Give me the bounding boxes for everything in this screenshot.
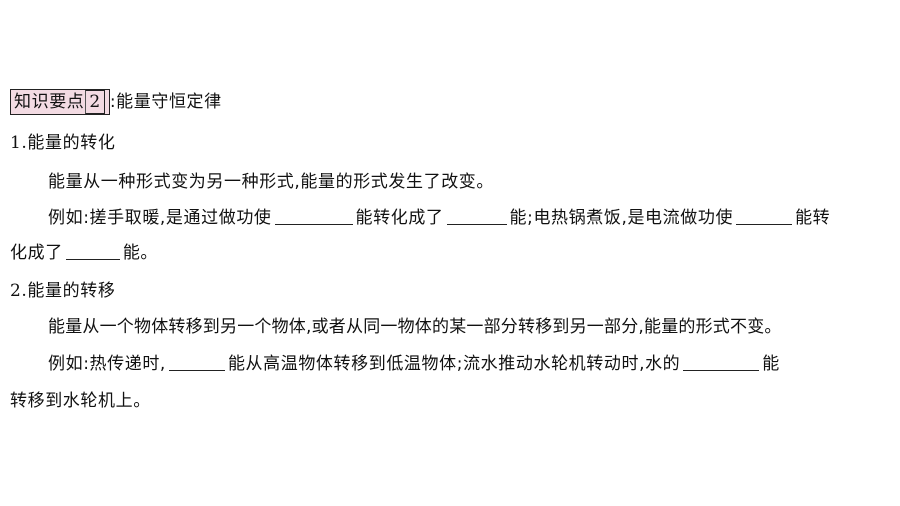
tag-label: 知识要点	[14, 92, 85, 112]
section1-description: 能量从一种形式变为另一种形式,能量的形式发生了改变。	[48, 170, 494, 194]
section2-example-text-1: 例如:热传递时,	[48, 354, 166, 374]
section1-number: 1.	[10, 133, 28, 153]
fill-blank-5[interactable]	[168, 354, 225, 371]
section2-example-text-4: 转移到水轮机上。	[10, 391, 151, 411]
fill-blank-1[interactable]	[274, 208, 353, 225]
section2-title-line: 2.能量的转移	[10, 279, 115, 303]
fill-blank-3[interactable]	[736, 208, 793, 225]
fill-blank-6[interactable]	[683, 354, 760, 371]
fill-blank-2[interactable]	[446, 208, 507, 225]
section1-example-line1: 例如:搓手取暖,是通过做功使 能转化成了 能;电热锅煮饭,是电流做功使 能转	[48, 206, 830, 230]
section2-description-text: 能量从一个物体转移到另一个物体,或者从同一物体的某一部分转移到另一部分,能量的形…	[48, 317, 782, 337]
section1-example-text-2: 能转化成了	[355, 208, 444, 228]
fill-blank-4[interactable]	[65, 243, 120, 260]
section1-example-text-4: 能转	[795, 208, 831, 228]
section2-example-text-2: 能从高温物体转移到低温物体;流水推动水轮机转动时,水的	[227, 354, 681, 374]
section2-description: 能量从一个物体转移到另一个物体,或者从同一物体的某一部分转移到另一部分,能量的形…	[48, 315, 782, 339]
heading-title: :能量守恒定律	[109, 92, 222, 112]
section1-example-text-3: 能;电热锅煮饭,是电流做功使	[509, 208, 734, 228]
section2-number: 2.	[10, 281, 28, 301]
section1-example-text-1: 例如:搓手取暖,是通过做功使	[48, 208, 272, 228]
section1-description-text: 能量从一种形式变为另一种形式,能量的形式发生了改变。	[48, 172, 495, 192]
section1-example-text-5: 化成了	[10, 243, 63, 263]
tag-number: 2	[85, 90, 105, 114]
section1-example-line2: 化成了 能。	[10, 241, 158, 265]
section2-example-text-3: 能	[762, 354, 780, 374]
section2-example-line2: 转移到水轮机上。	[10, 389, 151, 413]
section2-title: 能量的转移	[27, 281, 116, 301]
section1-title-line: 1.能量的转化	[10, 131, 115, 155]
section1-title: 能量的转化	[27, 133, 116, 153]
section1-example-text-6: 能。	[122, 243, 159, 263]
section2-example-line1: 例如:热传递时, 能从高温物体转移到低温物体;流水推动水轮机转动时,水的 能	[48, 352, 780, 376]
